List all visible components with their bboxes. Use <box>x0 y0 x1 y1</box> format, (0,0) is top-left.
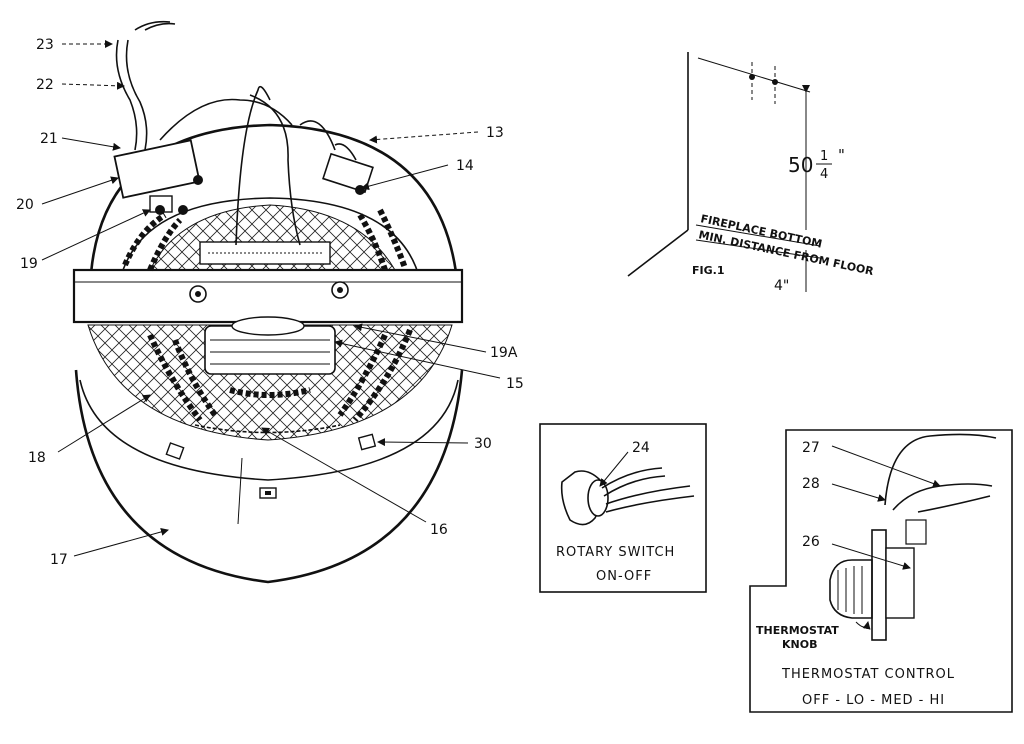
fastener-right <box>357 433 377 451</box>
callout-17: 17 <box>50 552 68 568</box>
fig1-height-whole: 50 <box>788 153 813 177</box>
thermostat-knob-label-1: THERMOSTAT <box>756 624 839 637</box>
terminal-block <box>113 139 203 215</box>
fig1-label: FIG.1 <box>692 264 724 277</box>
fig1-height-inch: " <box>838 146 845 164</box>
lower-reflector <box>87 324 453 441</box>
fig1-floor-gap: 4" <box>774 278 789 294</box>
fan-motor <box>204 316 336 375</box>
mounting-bracket <box>72 268 464 324</box>
fig1-installation-diagram: 50 1 4 " FIREPLACE BOTTOM MIN. DISTANCE … <box>627 52 875 294</box>
thermostat-knob-label-2: KNOB <box>782 638 817 651</box>
heating-coils <box>122 208 413 422</box>
callout-22: 22 <box>36 77 54 93</box>
callout-13: 13 <box>486 125 504 141</box>
thermostat-subtitle: OFF - LO - MED - HI <box>802 693 945 708</box>
callout-28: 28 <box>802 476 820 492</box>
callout-15: 15 <box>506 376 524 392</box>
callout-21: 21 <box>40 131 58 147</box>
callout-20: 20 <box>16 197 34 213</box>
callout-27: 27 <box>802 440 820 456</box>
wiring <box>115 20 357 246</box>
heater-assembly <box>72 20 464 584</box>
rotary-switch-panel: 24 ROTARY SWITCH ON-OFF <box>539 423 707 593</box>
thermostat-panel: 27 28 26 THERMOSTAT KNOB THERMOSTAT CONT… <box>749 429 1013 713</box>
callout-leaders <box>41 40 501 557</box>
thermostat-title: THERMOSTAT CONTROL <box>781 667 955 682</box>
limit-switch <box>322 152 374 195</box>
rotary-switch-drawing <box>560 451 695 526</box>
rotary-switch-subtitle: ON-OFF <box>596 569 652 584</box>
rotary-switch-title: ROTARY SWITCH <box>556 545 675 560</box>
fig1-height-num: 1 <box>820 149 828 164</box>
callout-23: 23 <box>36 37 54 53</box>
callout-26: 26 <box>802 534 820 550</box>
callout-14: 14 <box>456 158 474 174</box>
thermostat-drawing <box>829 433 997 641</box>
callout-18: 18 <box>28 450 46 466</box>
fastener-left <box>165 442 185 460</box>
fig1-height-den: 4 <box>820 167 828 182</box>
callout-24: 24 <box>632 440 650 456</box>
base-ring <box>74 369 464 584</box>
callout-16: 16 <box>430 522 448 538</box>
callout-19a: 19A <box>490 345 518 361</box>
callout-30: 30 <box>474 436 492 452</box>
callout-19: 19 <box>20 256 38 272</box>
